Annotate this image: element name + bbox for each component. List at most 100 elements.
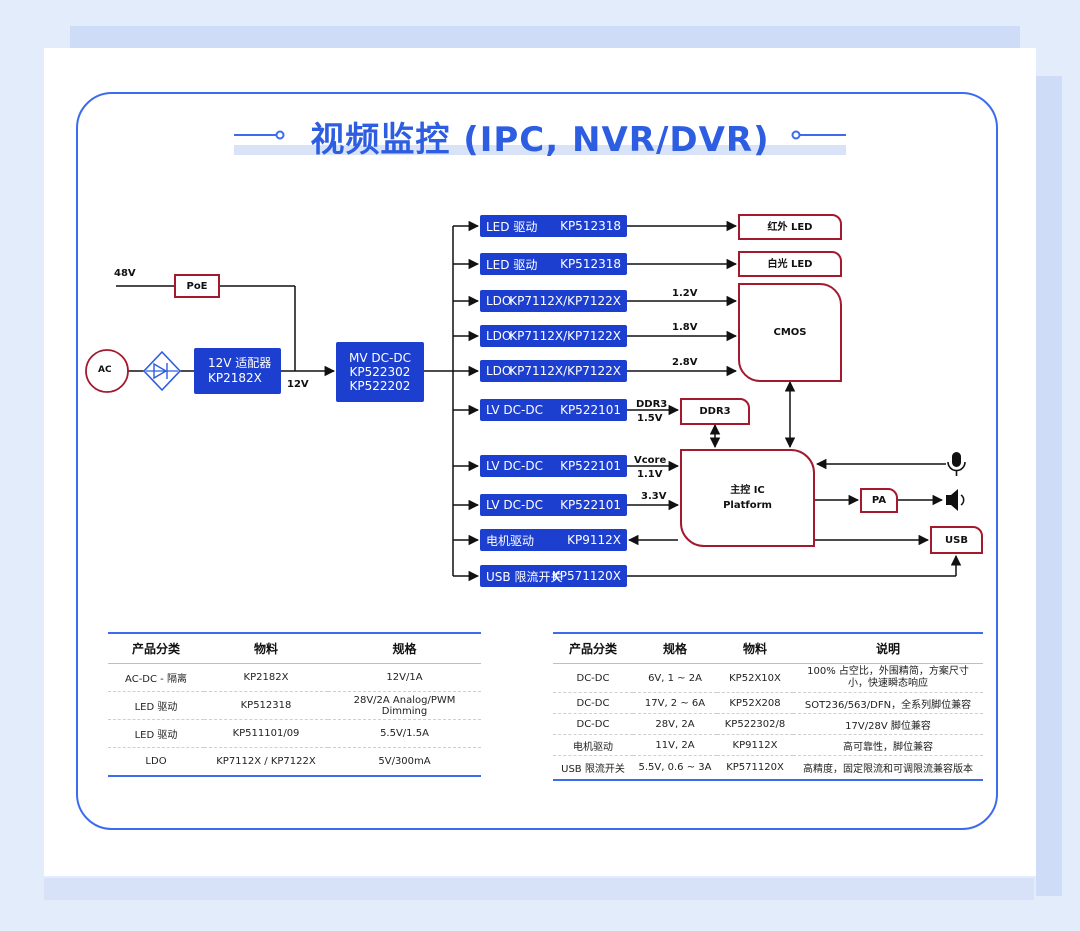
table-row: LDO KP7112X / KP7122X 5V/300mA [108,747,481,777]
table-cell: KP512318 [204,691,328,720]
column-header: 物料 [204,632,328,664]
voltage-2v8-label: 2.8V [672,357,698,368]
column-header: 说明 [793,632,983,664]
adapter-block: 12V 适配器 KP2182X [194,348,281,394]
table-cell: 28V, 2A [633,713,717,735]
row-lv-dcdc-ddr: LV DC-DC KP522101 [480,399,627,421]
table-cell: LDO [108,747,204,777]
table-row: USB 限流开关 5.5V, 0.6 ~ 3A KP571120X 高精度，固定… [553,755,983,781]
table-cell: USB 限流开关 [553,755,633,781]
mv-dcdc-name: MV DC-DC [349,351,411,365]
table-cell: KP52X208 [717,692,793,714]
table-cell: KP2182X [204,663,328,692]
ddr3-box: DDR3 [680,398,750,425]
voltage-1v5-label: 1.5V [637,413,663,424]
table-cell: KP9112X [717,734,793,756]
table-cell: 28V/2A Analog/PWM Dimming [328,691,481,720]
row-ldo-1: LDO KP7112X/KP7122X [480,290,627,312]
adapter-name: 12V 适配器 [208,356,272,370]
row-name: USB 限流开关 [486,569,563,584]
table-cell: 100% 占空比，外围精简，方案尺寸小，快速瞬态响应 [793,663,983,693]
column-header: 规格 [633,632,717,664]
row-part: KP522101 [560,403,621,417]
table-cell: LED 驱动 [108,691,204,720]
row-part: KP9112X [567,533,621,547]
soc-name: 主控 IC [730,485,765,496]
voltage-1v1-label: 1.1V [637,469,663,480]
table-cell: 高可靠性，脚位兼容 [793,734,983,756]
table-cell: 11V, 2A [633,734,717,756]
table-cell: KP511101/09 [204,719,328,748]
ac-source-symbol [85,349,129,393]
soc-platform: Platform [723,500,772,511]
table-cell: KP571120X [717,755,793,781]
row-part: KP571120X [551,569,621,583]
voltage-3v3-label: 3.3V [641,491,667,502]
column-header: 物料 [717,632,793,664]
ddr3-rail-label: DDR3 [636,399,668,410]
row-part: KP512318 [560,257,621,271]
page-title: 视频监控 (IPC, NVR/DVR) [310,120,770,160]
mv-dcdc-block: MV DC-DC KP522302 KP522202 [336,342,424,402]
table-row: LED 驱动 KP511101/09 5.5V/1.5A [108,719,481,748]
table-cell: 电机驱动 [553,734,633,756]
rectifier-icon [142,350,182,392]
row-name: LED 驱动 [486,257,538,272]
ac-label: AC [98,365,112,375]
diagram-panel [76,92,998,830]
row-lv-dcdc-3v3: LV DC-DC KP522101 [480,494,627,516]
row-name: LV DC-DC [486,403,543,417]
row-usb-switch: USB 限流开关 KP571120X [480,565,627,587]
table-cell: KP7112X / KP7122X [204,747,328,777]
row-name: LV DC-DC [486,498,543,512]
row-led-driver-white: LED 驱动 KP512318 [480,253,627,275]
input-48v-label: 48V [114,268,136,279]
row-part: KP512318 [560,219,621,233]
row-part: KP522101 [560,498,621,512]
table-header-row: 产品分类 物料 规格 [108,632,481,664]
row-part: KP7112X/KP7122X [509,329,621,343]
table-row: DC-DC 6V, 1 ~ 2A KP52X10X 100% 占空比，外围精简，… [553,663,983,693]
table-cell: DC-DC [553,713,633,735]
usb-box: USB [930,526,983,554]
pa-box: PA [860,488,898,513]
row-lv-dcdc-vcore: LV DC-DC KP522101 [480,455,627,477]
table-row: DC-DC 17V, 2 ~ 6A KP52X208 SOT236/563/DF… [553,692,983,714]
background-decoration-bottom [44,878,1034,900]
title-left-decoration [234,130,285,140]
row-name: 电机驱动 [486,533,535,548]
mv-dcdc-part-2: KP522202 [349,379,411,393]
column-header: 产品分类 [553,632,633,664]
table-cell: KP522302/8 [717,713,793,735]
table-row: 电机驱动 11V, 2A KP9112X 高可靠性，脚位兼容 [553,734,983,756]
row-part: KP7112X/KP7122X [509,364,621,378]
row-name: LDO [486,364,512,378]
soc-box: 主控 IC Platform [680,449,815,547]
poe-box: PoE [174,274,220,298]
speaker-icon [946,489,965,511]
row-ldo-3: LDO KP7112X/KP7122X [480,360,627,382]
title-right-decoration [791,130,846,140]
table-cell: LED 驱动 [108,719,204,748]
row-part: KP7112X/KP7122X [509,294,621,308]
voltage-1v8-label: 1.8V [672,322,698,333]
table-cell: KP52X10X [717,663,793,693]
vcore-label: Vcore [634,455,667,466]
row-ldo-2: LDO KP7112X/KP7122X [480,325,627,347]
row-name: LDO [486,329,512,343]
v12-label: 12V [287,379,309,390]
table-header-row: 产品分类 规格 物料 说明 [553,632,983,664]
table-cell: 5.5V/1.5A [328,719,481,748]
table-cell: DC-DC [553,663,633,693]
row-name: LDO [486,294,512,308]
product-table-right: 产品分类 规格 物料 说明 DC-DC 6V, 1 ~ 2A KP52X10X … [553,632,983,781]
table-cell: 12V/1A [328,663,481,692]
table-row: AC-DC - 隔离 KP2182X 12V/1A [108,663,481,692]
column-header: 产品分类 [108,632,204,664]
table-cell: 5V/300mA [328,747,481,777]
row-name: LED 驱动 [486,219,538,234]
table-row: DC-DC 28V, 2A KP522302/8 17V/28V 脚位兼容 [553,713,983,735]
mv-dcdc-part-1: KP522302 [349,365,411,379]
voltage-1v2-label: 1.2V [672,288,698,299]
column-header: 规格 [328,632,481,664]
